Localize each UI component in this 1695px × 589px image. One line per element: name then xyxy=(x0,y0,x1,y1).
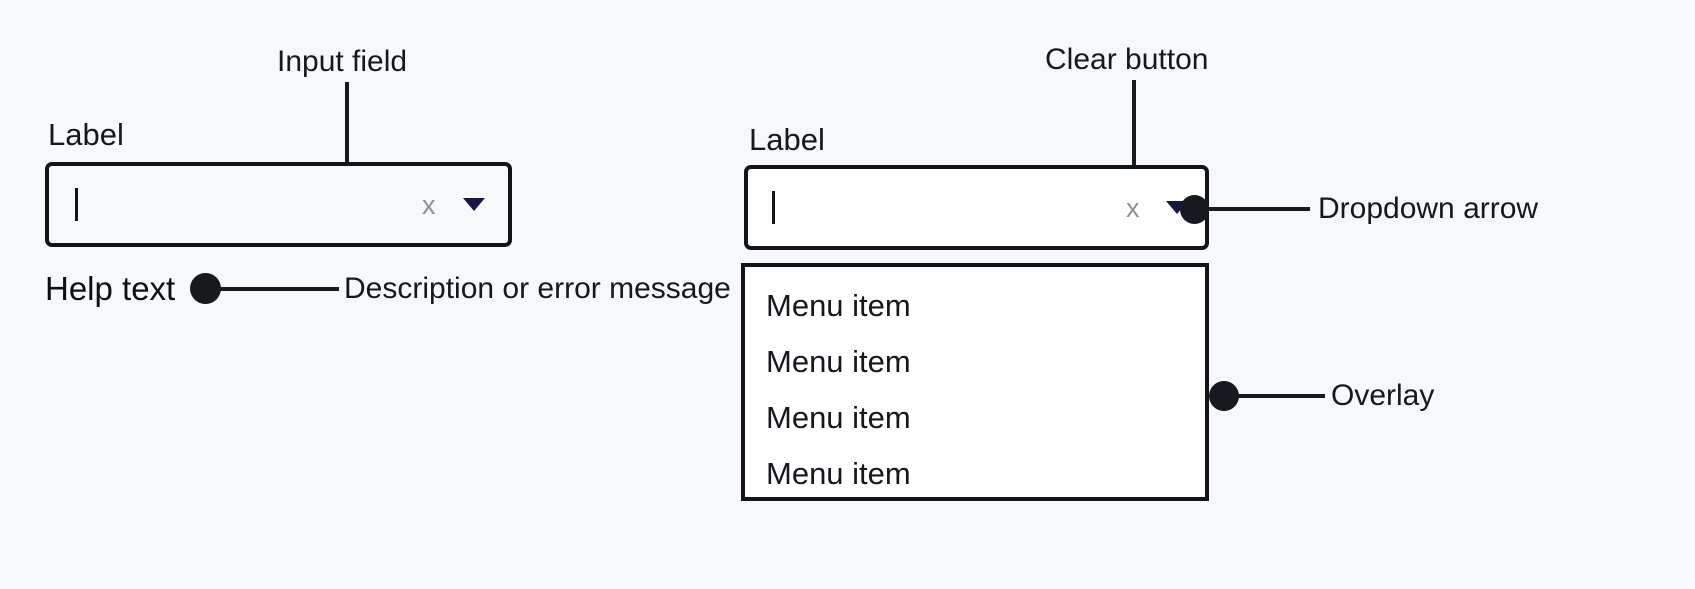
left-input-field[interactable]: x xyxy=(45,162,512,247)
annotation-overlay-label: Overlay xyxy=(1331,379,1435,412)
annotation-clear-button-leader xyxy=(1132,80,1136,180)
annotation-dropdown-arrow-leader xyxy=(1204,207,1310,211)
annotation-dropdown-arrow-label: Dropdown arrow xyxy=(1318,192,1539,225)
annotation-input-field-label: Input field xyxy=(277,45,408,78)
clear-icon[interactable]: x xyxy=(422,190,436,220)
right-input-caret xyxy=(772,191,775,224)
clear-icon[interactable]: x xyxy=(1126,193,1140,223)
dropdown-overlay-panel: Menu item Menu item Menu item Menu item xyxy=(741,263,1209,501)
annotation-overlay-leader xyxy=(1233,394,1325,398)
right-field-label: Label xyxy=(749,122,825,157)
menu-item[interactable]: Menu item xyxy=(766,288,911,323)
annotation-clear-button-label: Clear button xyxy=(1045,43,1209,76)
annotation-help-text-leader xyxy=(214,287,339,291)
menu-item[interactable]: Menu item xyxy=(766,456,911,491)
annotation-input-field-leader xyxy=(345,82,349,185)
left-field-label: Label xyxy=(48,117,124,152)
chevron-down-icon[interactable] xyxy=(463,198,485,211)
menu-item[interactable]: Menu item xyxy=(766,400,911,435)
menu-item[interactable]: Menu item xyxy=(766,344,911,379)
left-help-text: Help text xyxy=(45,270,176,307)
right-input-field[interactable]: x xyxy=(744,165,1209,250)
annotation-help-description-label: Description or error message xyxy=(344,272,731,305)
left-input-caret xyxy=(75,188,78,221)
